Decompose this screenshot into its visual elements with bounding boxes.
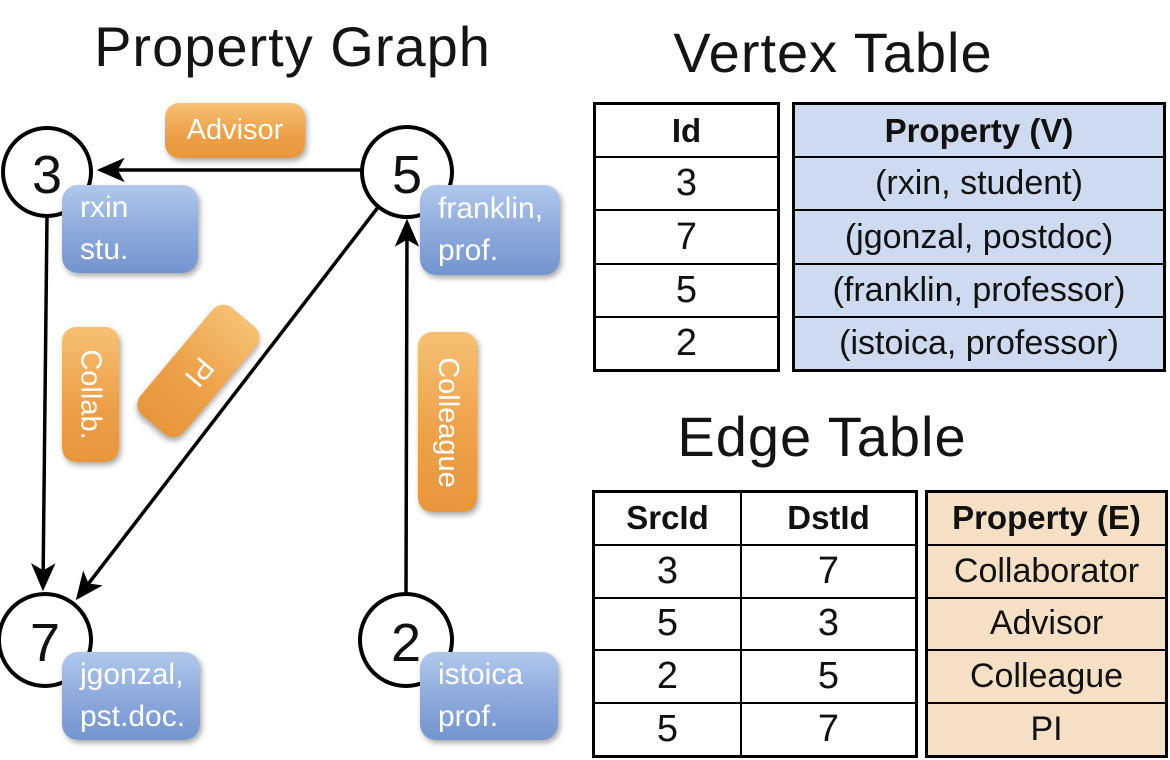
- vertex-property-line: jgonzal,: [80, 658, 184, 691]
- vertex-property-line: stu.: [80, 233, 129, 266]
- vertex-property-line: franklin,: [438, 192, 544, 225]
- edge-table-property-cell: Colleague: [928, 649, 1165, 702]
- vertex-table-id-cell: 7: [596, 209, 777, 262]
- edge-table-src-cell: 3: [595, 545, 742, 597]
- node-label-7: 7: [29, 613, 61, 673]
- edge-table-dst-cell: 7: [817, 708, 840, 751]
- vertex-table-property-cell: (franklin, professor): [795, 262, 1163, 316]
- vertex-table-id-cell: 2: [596, 315, 777, 369]
- edge-table-row: 3 7: [595, 543, 915, 597]
- vertex-table-id-cell: 5: [596, 262, 777, 316]
- vertex-table-id-cell: 3: [596, 156, 777, 209]
- node-label-3: 3: [31, 145, 63, 205]
- vertex-property-line: prof.: [438, 700, 499, 733]
- edge-table-property-cell: PI: [928, 702, 1165, 755]
- edge-table-row: 5 3: [595, 596, 915, 650]
- vertex-table-property-cell: (istoica, professor): [795, 315, 1163, 369]
- vertex-property-box-jgonzal: jgonzal, pst.doc.: [62, 652, 200, 740]
- node-label-5: 5: [391, 145, 423, 205]
- edge-label-text: PI: [177, 350, 220, 393]
- edge-table-header-row: SrcId DstId: [595, 493, 915, 544]
- vertex-table-title: Vertex Table: [673, 21, 993, 84]
- vertex-table-property-cell: (rxin, student): [795, 156, 1163, 209]
- graph-title: Property Graph: [94, 15, 491, 78]
- edge-table-row: 5 7: [595, 702, 915, 755]
- vertex-property-line: pst.doc.: [80, 700, 186, 733]
- edge-table-property-cell: Advisor: [928, 596, 1165, 650]
- node-label-2: 2: [390, 613, 422, 673]
- edge-label-text: Collab.: [75, 349, 107, 440]
- edge-label-advisor: Advisor: [165, 103, 305, 158]
- edge-table-header-property: Property (E): [952, 499, 1141, 537]
- vertex-table-property-cell: (jgonzal, postdoc): [795, 209, 1163, 262]
- vertex-property-box-rxin: rxin stu.: [62, 185, 198, 273]
- edge-table-dst-cell: 3: [817, 602, 840, 645]
- edge-table-title: Edge Table: [677, 405, 967, 468]
- vertex-property-line: istoica: [438, 658, 524, 691]
- edge-table-dst-cell: 5: [817, 655, 840, 698]
- edge-table-header-src: SrcId: [595, 493, 742, 544]
- edge-label-text: Advisor: [186, 114, 284, 146]
- vertex-table-header-property: Property (V): [884, 111, 1074, 149]
- edge-table-row: 2 5: [595, 649, 915, 703]
- edge-line-3-7: [30, 215, 56, 592]
- edge-label-colleague: Colleague: [418, 332, 477, 512]
- vertex-table-property-column: Property (V) (rxin, student) (jgonzal, p…: [792, 102, 1166, 372]
- vertex-property-box-franklin: franklin, prof.: [420, 185, 560, 275]
- vertex-table-header-id: Id: [671, 111, 702, 149]
- edge-table-src-cell: 5: [595, 598, 742, 650]
- vertex-table-id-column: Id 3 7 5 2: [593, 102, 780, 372]
- edge-label-collab: Collab.: [62, 327, 119, 462]
- edge-table-dst-cell: 7: [817, 549, 840, 592]
- edge-table-id-columns: SrcId DstId 3 7 5 3 2 5 5 7: [592, 490, 918, 758]
- vertex-property-line: rxin: [80, 191, 129, 224]
- edge-table-src-cell: 5: [595, 704, 742, 755]
- edge-table-src-cell: 2: [595, 651, 742, 703]
- edge-label-text: Colleague: [432, 356, 465, 488]
- edge-table-header-dst: DstId: [787, 499, 870, 537]
- edge-table-property-column: Property (E) Collaborator Advisor Collea…: [925, 490, 1168, 758]
- vertex-property-line: prof.: [438, 234, 499, 267]
- vertex-property-box-istoica: istoica prof.: [420, 652, 558, 740]
- edge-line-2-5: [394, 218, 420, 596]
- edge-line-5-7: [75, 204, 381, 601]
- edge-table-property-cell: Collaborator: [928, 543, 1165, 597]
